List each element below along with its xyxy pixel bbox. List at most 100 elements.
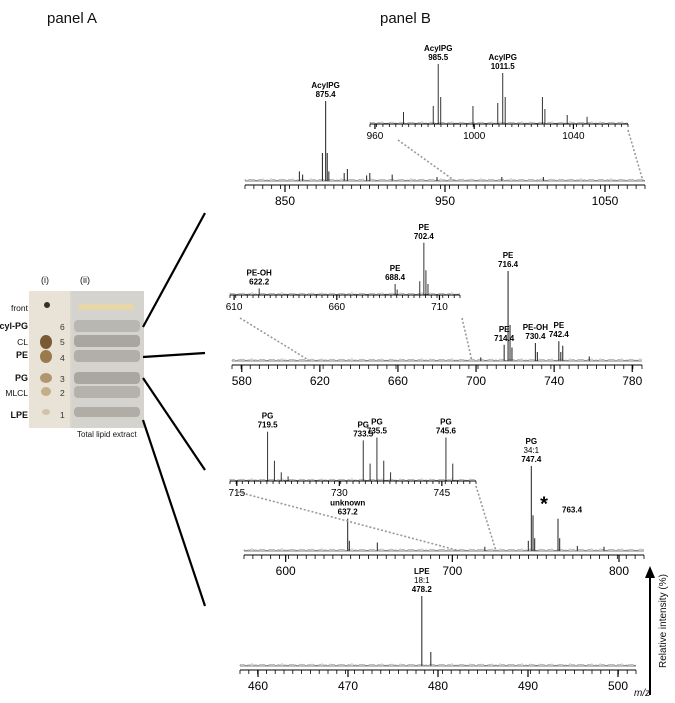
spectrum-1-tick-label: 740 [544, 374, 564, 388]
tlc-label-lpe: LPE [10, 410, 28, 420]
panel-b-title: panel B [380, 10, 431, 27]
tlc-label-cl: CL [17, 337, 28, 347]
spectrum-1-noise [231, 358, 643, 362]
tlc-lane-i-label: (i) [41, 275, 49, 285]
inset-0-peak-value: 985.5 [428, 53, 449, 62]
spectrum-2-peak-name: unknown [330, 499, 365, 508]
inset-2-tick-label: 730 [331, 488, 348, 499]
inset-1-peak-value: 688.4 [385, 273, 406, 282]
tlc-spot-mlcl [41, 387, 51, 396]
inset-1-tick-label: 660 [328, 302, 345, 313]
spectrum-3-tick-label: 500 [608, 679, 628, 693]
tlc-band-number-2: 2 [60, 388, 65, 398]
spectrum-1-tick-label: 700 [466, 374, 486, 388]
panel-a-title: panel A [47, 10, 98, 27]
tlc-band-acylpg [74, 320, 140, 332]
inset-2-peak-name: PG [262, 412, 274, 421]
spectrum-3-tick-label: 480 [428, 679, 448, 693]
inset-1-noise [229, 292, 461, 296]
zoom-line [397, 139, 456, 182]
spectrum-3-peak-name: LPE [414, 567, 430, 576]
tlc-spot-pe [40, 350, 52, 363]
tlc-lane-ii-label: (ii) [80, 275, 90, 285]
tlc-band-lpe [74, 407, 140, 417]
spectrum-1-peak-value: 730.4 [525, 332, 546, 341]
inset-1-tick-label: 710 [431, 302, 448, 313]
x-axis-label: m/z [634, 688, 651, 699]
spectrum-0-tick-label: 1050 [592, 194, 619, 208]
tlc-label-pg: PG [14, 373, 28, 383]
spectrum-1-peak-value: 714.4 [494, 334, 515, 343]
zoom-line [627, 129, 644, 182]
spectrum-2-tick-label: 600 [276, 564, 296, 578]
spectrum-0-peak-value: 875.4 [316, 90, 337, 99]
tlc-label-acylpg: Acyl-PG [0, 321, 28, 331]
inset-0-peak-name: AcylPG [488, 53, 516, 62]
tlc-spot-pg [40, 373, 52, 383]
inset-2-peak-value: 735.5 [367, 427, 388, 436]
inset-2-peak-value: 733.5 [353, 429, 374, 438]
spectrum-2-tick-label: 700 [442, 564, 462, 578]
zoom-line [461, 317, 473, 362]
spectrum-2-peak-sub: 34:1 [524, 446, 540, 455]
spectrum-2-peak-value: 747.4 [521, 455, 542, 464]
tlc-label-pe: PE [15, 350, 28, 360]
inset-2-tick-label: 745 [433, 488, 450, 499]
inset-2-tick-label: 715 [228, 488, 245, 499]
tlc-band-mlcl [74, 386, 140, 398]
inset-2-peak-name: PG [440, 418, 452, 427]
spectrum-1-tick-label: 620 [310, 374, 330, 388]
tlc-band-number-3: 3 [60, 374, 65, 384]
spectrum-0-peak-name: AcylPG [311, 81, 339, 90]
inset-0-peak-value: 1011.5 [491, 62, 516, 71]
inset-2-noise [229, 478, 477, 482]
inset-0-tick-label: 1000 [463, 131, 486, 142]
spectrum-1-tick-label: 660 [388, 374, 408, 388]
inset-1-peak-name: PE [419, 223, 430, 232]
spectrum-1-peak-name: PE [553, 321, 564, 330]
inset-2-peak-name: PG [371, 418, 383, 427]
zoom-line [239, 317, 311, 362]
inset-0-tick-label: 960 [367, 131, 384, 142]
connector-line [142, 351, 206, 359]
spectrum-3-peak-value: 478.2 [412, 585, 433, 594]
inset-1-peak-name: PE [390, 264, 401, 273]
tlc-caption: Total lipid extract [77, 430, 137, 439]
tlc-band-pe [74, 350, 140, 362]
tlc-label-front: front [10, 303, 28, 313]
spectrum-1-peak-name: PE-OH [523, 323, 549, 332]
inset-0-peak-name: AcylPG [424, 44, 452, 53]
spectrum-0-tick-label: 850 [275, 194, 295, 208]
spectrum-1-peak-name: PE [503, 251, 514, 260]
tlc-spot-cl [40, 335, 52, 349]
connector-line [142, 212, 206, 328]
inset-2-peak-value: 719.5 [258, 421, 279, 430]
tlc-band-number-4: 4 [60, 353, 65, 363]
spectrum-3-peak-sub: 18:1 [414, 576, 430, 585]
inset-0-tick-label: 1040 [562, 131, 585, 142]
tlc-band-front [78, 304, 134, 310]
inset-1-peak-value: 702.4 [414, 232, 435, 241]
connector-line [142, 377, 206, 471]
spectrum-2-asterisk: * [540, 494, 548, 516]
spectrum-0-tick-label: 950 [435, 194, 455, 208]
connector-line [141, 419, 207, 607]
tlc-spot-origin [44, 302, 50, 308]
tlc-band-cl [74, 335, 140, 347]
spectrum-3-tick-label: 470 [338, 679, 358, 693]
spectrum-0-noise [244, 178, 646, 182]
spectrum-1-peak-value: 716.4 [498, 260, 519, 269]
spectrum-2-peak-value: 637.2 [338, 508, 359, 517]
spectrum-2-peak-name: PG [526, 437, 538, 446]
tlc-band-pg [74, 372, 140, 384]
tlc-band-number-6: 6 [60, 322, 65, 332]
spectrum-3-noise [239, 663, 637, 667]
spectrum-1-peak-name: PE [499, 325, 510, 334]
inset-1-peak-value: 622.2 [249, 277, 270, 286]
spectrum-3-tick-label: 490 [518, 679, 538, 693]
inset-1-tick-label: 610 [226, 302, 243, 313]
tlc-band-number-5: 5 [60, 337, 65, 347]
spectrum-1-tick-label: 780 [622, 374, 642, 388]
inset-1-peak-name: PE-OH [246, 268, 272, 277]
